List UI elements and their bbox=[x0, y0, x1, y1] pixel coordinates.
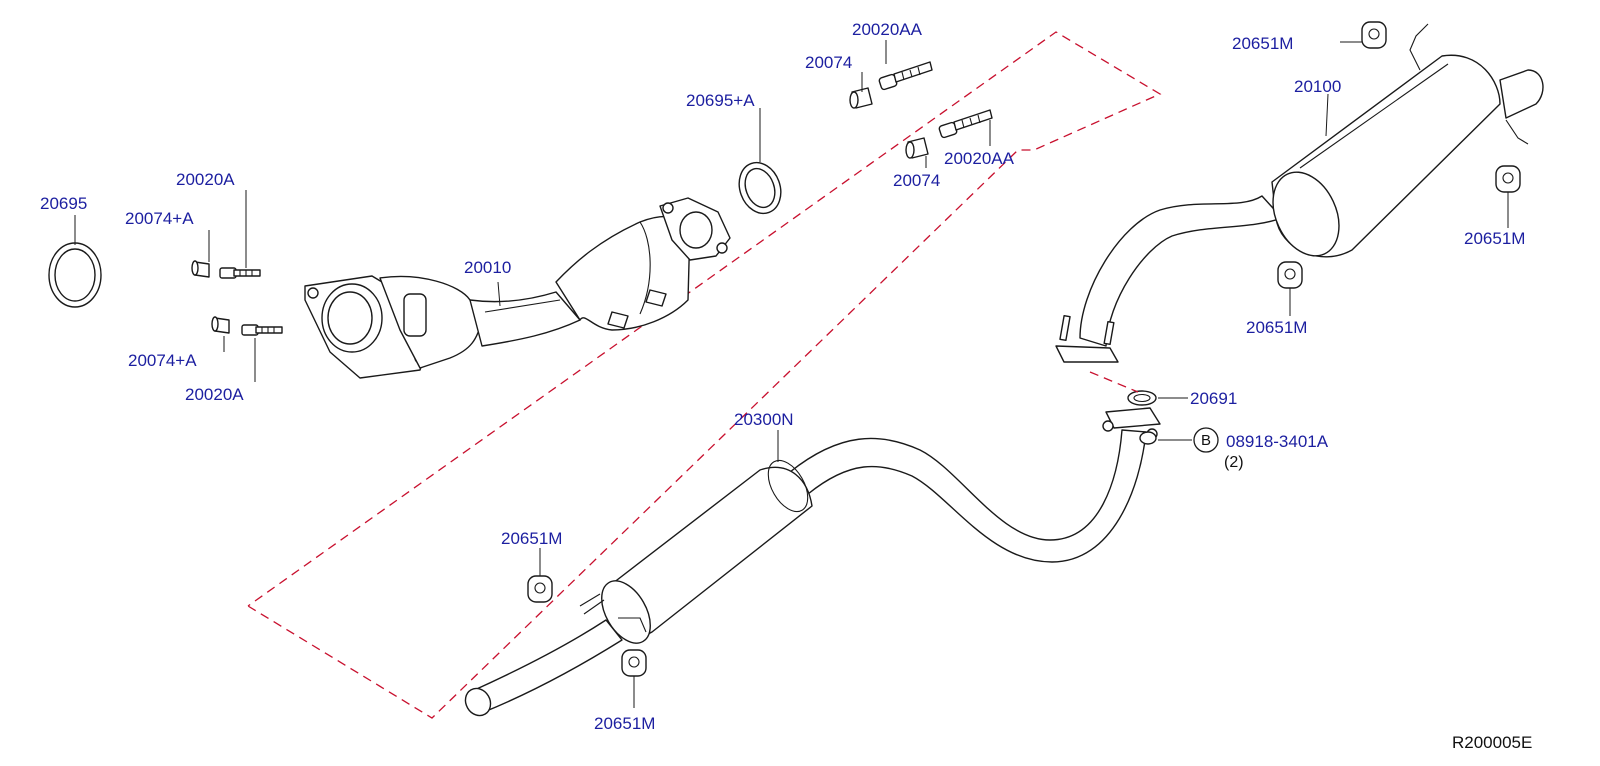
gasket-20695 bbox=[48, 242, 102, 308]
leader-lines bbox=[74, 40, 1509, 708]
catalytic-converter-20010 bbox=[304, 197, 731, 379]
hanger-20651M-right bbox=[1495, 165, 1521, 193]
label-20651M-topright: 20651M bbox=[1232, 34, 1293, 53]
stud-20020A-upper bbox=[219, 267, 261, 279]
label-20010: 20010 bbox=[464, 258, 511, 277]
stud-20020AA-lower bbox=[938, 109, 993, 139]
hanger-20651M-left bbox=[527, 575, 553, 603]
label-20691: 20691 bbox=[1190, 389, 1237, 408]
label-20020A-top: 20020A bbox=[176, 170, 235, 189]
nut-08918-3401A bbox=[1139, 431, 1157, 445]
label-08918-3401A: 08918-3401A bbox=[1226, 432, 1329, 451]
hanger-20651M-bottom bbox=[621, 649, 647, 677]
nut-20074-upper bbox=[849, 87, 873, 109]
label-20020AA-mid: 20020AA bbox=[944, 149, 1015, 168]
nut-20074A-lower bbox=[211, 316, 230, 334]
reference-code: R200005E bbox=[1452, 733, 1532, 752]
center-muffler-20300N bbox=[464, 407, 1161, 717]
label-quantity: (2) bbox=[1224, 454, 1244, 471]
label-20020A-bottom: 20020A bbox=[185, 385, 244, 404]
label-20651M-midright: 20651M bbox=[1246, 318, 1307, 337]
label-20074A-bottom: 20074+A bbox=[128, 351, 197, 370]
label-20300N: 20300N bbox=[734, 410, 794, 429]
label-20695A: 20695+A bbox=[686, 91, 755, 110]
hanger-20651M-midright bbox=[1277, 261, 1303, 289]
label-20651M-right: 20651M bbox=[1464, 229, 1525, 248]
label-20100: 20100 bbox=[1294, 77, 1341, 96]
label-20651M-left: 20651M bbox=[501, 529, 562, 548]
label-20074-mid: 20074 bbox=[893, 171, 940, 190]
label-20074A-top: 20074+A bbox=[125, 209, 194, 228]
label-20074-top: 20074 bbox=[805, 53, 852, 72]
callout-letter: B bbox=[1201, 432, 1211, 449]
nut-20074-lower bbox=[905, 137, 929, 159]
main-muffler-20100 bbox=[1055, 23, 1544, 363]
nut-20074A-upper bbox=[191, 260, 210, 278]
gasket-20695A bbox=[738, 161, 782, 215]
callout-circle-b bbox=[1193, 427, 1219, 453]
label-20020AA-top: 20020AA bbox=[852, 20, 923, 39]
dashed-boundary bbox=[247, 31, 1162, 719]
stud-20020A-lower bbox=[241, 324, 283, 336]
stud-20020AA-upper bbox=[878, 61, 933, 91]
gasket-20691 bbox=[1127, 390, 1157, 406]
label-20695: 20695 bbox=[40, 194, 87, 213]
hanger-20651M-topright bbox=[1361, 21, 1387, 49]
label-20651M-bottom: 20651M bbox=[594, 714, 655, 733]
